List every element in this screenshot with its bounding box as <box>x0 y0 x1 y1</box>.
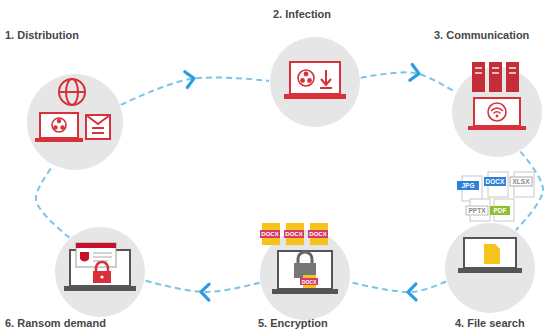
file-type-label: DOCX <box>486 178 505 185</box>
cycle-connector <box>350 282 446 301</box>
cycle-connector <box>145 281 259 300</box>
dashed-path <box>121 78 269 105</box>
cycle-connector <box>121 70 269 104</box>
chevron-head <box>201 284 209 300</box>
stage-title: 4. File search <box>455 317 525 330</box>
file-type-label: DOCX <box>309 231 326 237</box>
file-type-label: PDF <box>494 207 507 214</box>
chevron-head <box>410 64 420 81</box>
file-icons <box>457 172 534 221</box>
chevron-head <box>185 70 195 87</box>
stage-title: 3. Communication <box>434 29 529 42</box>
stage-title: 1. Distribution <box>5 29 79 42</box>
file-type-label: JPG <box>461 182 474 189</box>
stage-title: 6. Ransom demand <box>5 317 106 330</box>
file-type-label: XLSX <box>513 178 530 185</box>
dashed-path <box>361 72 456 92</box>
file-type-label: DOCX <box>261 231 278 237</box>
stage-circle: 4. File search <box>445 223 535 313</box>
dashed-path <box>36 166 70 238</box>
stage-circle: 6. Ransom demand <box>55 227 145 317</box>
stage-circle: 5. Encryption <box>260 230 350 320</box>
file-type-label: DOCX <box>302 279 316 284</box>
stage-title: 2. Infection <box>273 8 331 21</box>
stage-circle: 2. Infection <box>270 37 360 127</box>
chevron-head <box>408 284 416 300</box>
stage-circle: 1. Distribution <box>27 74 123 170</box>
dashed-path <box>350 282 446 293</box>
dashed-path <box>516 152 543 230</box>
cycle-connector <box>516 152 543 230</box>
file-type-label: PPTX <box>469 207 486 214</box>
cycle-connector <box>361 64 456 92</box>
file-type-label: DOCX <box>285 231 302 237</box>
cycle-connector <box>36 166 70 238</box>
stage-title: 5. Encryption <box>258 317 328 330</box>
stage-circle: 3. Communication <box>452 67 542 157</box>
